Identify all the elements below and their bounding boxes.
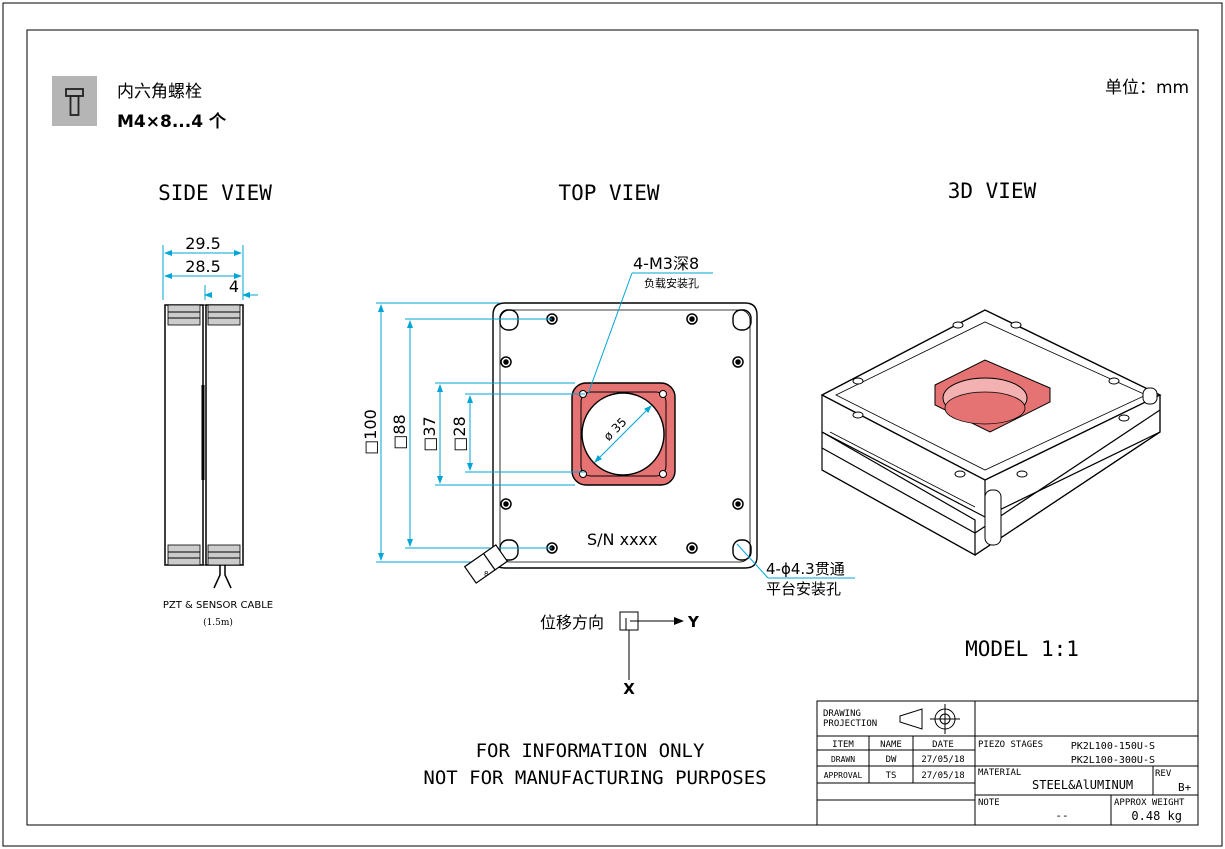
dim-aperture-inner: □28	[450, 416, 469, 451]
title-block	[816, 700, 1199, 826]
tb-product-label: PIEZO STAGES	[978, 740, 1043, 750]
cable-length: (1.5m)	[203, 617, 233, 628]
iso-holes	[852, 321, 1158, 546]
mounting-holes	[500, 313, 744, 554]
bolt-header: 内六角螺栓 M4×8...4 个	[52, 76, 227, 132]
dim-aperture-outer: □37	[420, 416, 439, 451]
side-view-drawing	[164, 304, 244, 589]
unit-label: 单位：mm	[1105, 78, 1189, 98]
serial-number: S/N xxxx	[587, 530, 657, 549]
tb-projection-2: PROJECTION	[823, 719, 877, 729]
tb-drawn-date: 27/05/18	[921, 755, 964, 765]
top-view-drawing	[492, 302, 758, 569]
axis-y-label: Y	[687, 613, 700, 631]
callout-m3-sub: 负载安装孔	[644, 276, 699, 290]
bolt-icon	[65, 88, 84, 116]
tb-model-1: PK2L100-150U-S	[1071, 741, 1155, 752]
tb-model-2: PK2L100-300U-S	[1071, 755, 1155, 766]
bolt-name: 内六角螺栓	[117, 82, 202, 102]
tb-rev: B+	[1178, 781, 1192, 794]
top-view-cable	[463, 544, 509, 584]
side-view-dimensions	[162, 245, 258, 300]
callout-through-sub: 平台安装孔	[766, 580, 841, 598]
tb-col-item: ITEM	[832, 740, 854, 750]
side-dim-total: 29.5	[185, 234, 221, 253]
tb-col-name: NAME	[880, 740, 902, 750]
inner-border	[26, 29, 1199, 826]
tb-note-label: NOTE	[978, 798, 1000, 808]
model-scale: MODEL 1:1	[965, 637, 1079, 661]
tb-material-label: MATERIAL	[978, 768, 1021, 778]
tb-col-date: DATE	[932, 740, 954, 750]
axes-label: 位移方向	[540, 613, 604, 632]
tb-drawn-label: DRAWN	[831, 755, 855, 764]
tb-approval-label: APPROVAL	[824, 771, 863, 780]
tb-weight-label: APPROX WEIGHT	[1114, 798, 1185, 808]
tb-rev-label: REV	[1155, 769, 1172, 779]
callout-m3: 4-M3深8	[633, 254, 699, 273]
iso-view-title: 3D VIEW	[948, 179, 1037, 203]
axis-x-label: X	[623, 680, 635, 698]
note-info-only: FOR INFORMATION ONLY	[476, 740, 705, 762]
callout-through: 4-ϕ4.3贯通	[766, 560, 845, 578]
displacement-axes: 位移方向 Y X	[540, 611, 700, 698]
tb-approval-date: 27/05/18	[921, 771, 964, 781]
slot-label: 8	[484, 570, 488, 578]
side-dim-body: 28.5	[185, 257, 221, 276]
tb-drawn-name: DW	[886, 755, 897, 765]
side-dim-gap: 4	[229, 277, 239, 296]
bolt-spec: M4×8...4 个	[117, 111, 227, 132]
top-view-dimensions	[376, 272, 855, 579]
tb-weight: 0.48 kg	[1131, 809, 1182, 823]
side-view-title: SIDE VIEW	[158, 181, 272, 205]
dim-hole-pitch: □88	[390, 414, 409, 449]
tb-projection-1: DRAWING	[823, 709, 861, 719]
top-view-title: TOP VIEW	[558, 181, 660, 205]
note-not-manufacturing: NOT FOR MANUFACTURING PURPOSES	[423, 767, 766, 789]
iso-aperture	[934, 359, 1051, 433]
tb-note: --	[1055, 809, 1068, 822]
cable-label: PZT & SENSOR CABLE	[163, 600, 273, 611]
dim-outer: □100	[361, 409, 380, 455]
tb-approval-name: TS	[886, 771, 897, 781]
bolt-icon-box	[52, 76, 97, 126]
tb-material: STEEL&AlUMINUM	[1032, 778, 1133, 792]
